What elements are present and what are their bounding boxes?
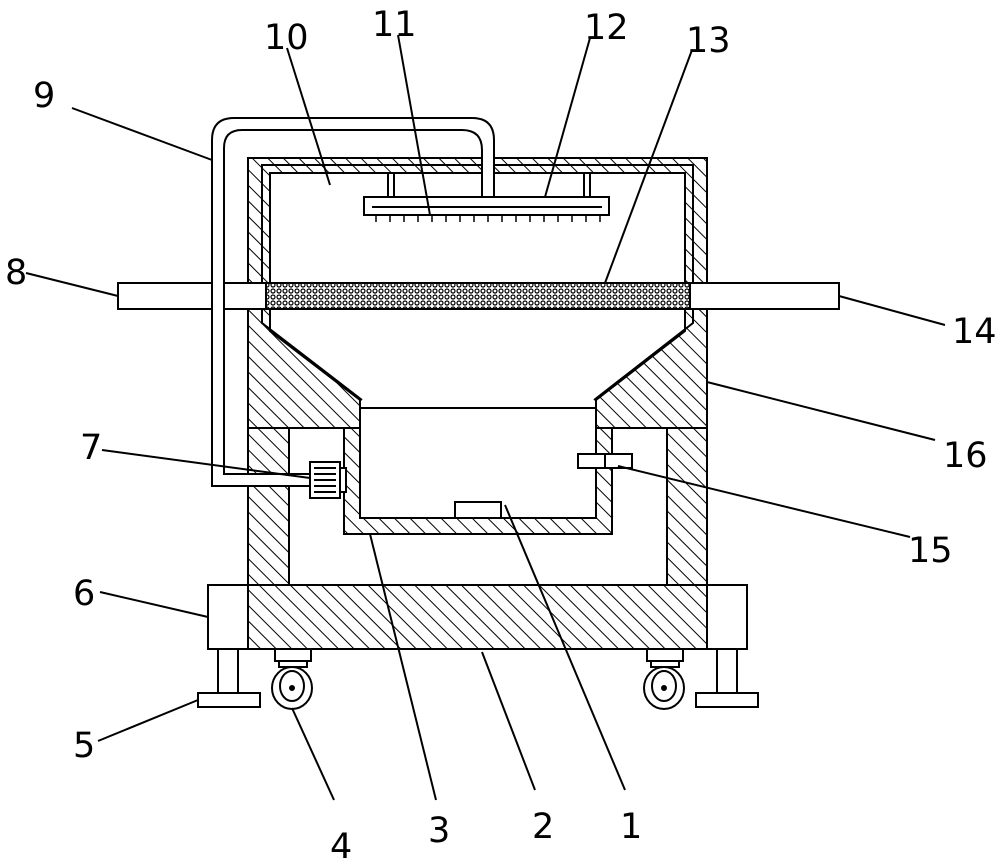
- leader-lines: [25, 34, 946, 801]
- right-support-block: [706, 584, 748, 650]
- filter-screen: [265, 282, 691, 310]
- right-foot: [695, 692, 759, 708]
- right-caster: [643, 648, 685, 710]
- label-16: 16: [943, 436, 988, 476]
- label-6: 6: [73, 574, 95, 614]
- label-3: 3: [428, 811, 450, 851]
- label-12: 12: [584, 8, 629, 48]
- base-plate: [247, 584, 708, 650]
- left-foot: [197, 692, 261, 708]
- hopper-lining-right: [593, 310, 694, 401]
- left-handle-bar: [117, 282, 267, 310]
- label-10: 10: [264, 18, 309, 58]
- label-13: 13: [686, 21, 731, 61]
- level-sensor: [454, 501, 502, 519]
- label-5: 5: [73, 726, 95, 766]
- left-support-block: [207, 584, 249, 650]
- label-9: 9: [33, 76, 55, 116]
- chamber-lining: [261, 164, 694, 300]
- right-lower-wall: [666, 427, 708, 586]
- hopper-lining-left: [261, 310, 363, 401]
- left-caster: [271, 648, 313, 710]
- label-4: 4: [330, 827, 352, 866]
- label-14: 14: [952, 312, 997, 352]
- left-leg: [217, 648, 239, 694]
- label-8: 8: [5, 253, 27, 293]
- label-1: 1: [620, 807, 642, 847]
- label-11: 11: [372, 5, 417, 45]
- spray-nozzles: [375, 215, 601, 222]
- left-lower-wall: [247, 427, 290, 586]
- right-leg: [716, 648, 738, 694]
- right-handle-bar: [689, 282, 840, 310]
- label-7: 7: [80, 428, 102, 468]
- pipe: [211, 117, 495, 487]
- label-15: 15: [908, 531, 953, 571]
- label-2: 2: [532, 807, 554, 847]
